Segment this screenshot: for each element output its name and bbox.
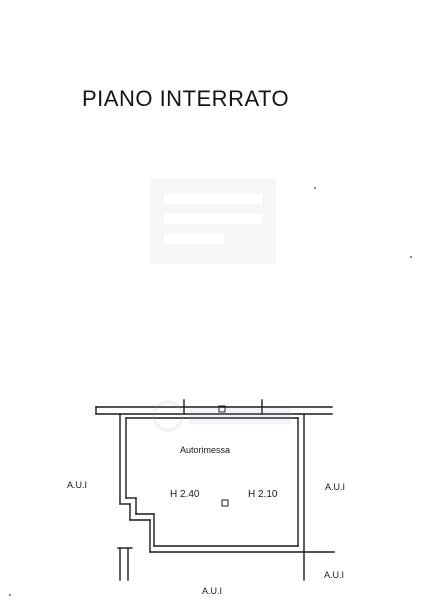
- ceiling-fixture-icon: [218, 405, 226, 413]
- watermark-logo-icon: [150, 178, 276, 264]
- neighbor-label-southeast: A.U.I: [324, 570, 345, 580]
- height-label-left: H 2.40: [170, 489, 200, 500]
- plan-walls: [95, 399, 335, 581]
- height-label-right: H 2.10: [248, 489, 278, 500]
- casa-watermark-icon: [152, 400, 292, 432]
- column-marker-icon: [221, 499, 229, 507]
- scan-dot: [410, 256, 412, 258]
- neighbor-label-east: A.U.I: [325, 482, 346, 492]
- scan-dot: [9, 594, 11, 596]
- room-label-autorimessa: Autorimessa: [180, 445, 231, 455]
- scan-dot: [314, 187, 316, 189]
- neighbor-label-south: A.U.I: [202, 586, 223, 596]
- page-title: PIANO INTERRATO: [82, 86, 290, 111]
- neighbor-label-west: A.U.I: [67, 480, 88, 490]
